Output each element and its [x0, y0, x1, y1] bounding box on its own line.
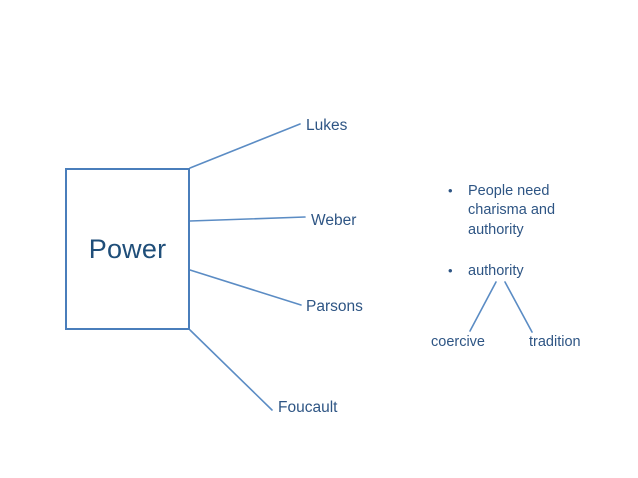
- sub-branch-label-coercive[interactable]: coercive: [431, 334, 485, 350]
- connector-authority-to-tradition: [504, 281, 533, 333]
- connector-power-to-parsons: [189, 269, 302, 306]
- connector-power-to-lukes: [189, 123, 301, 169]
- bullet-dot-icon: •: [448, 183, 453, 198]
- branch-label-foucault[interactable]: Foucault: [278, 399, 338, 416]
- notes-bullet-list: • People need charisma and authority • a…: [448, 182, 608, 281]
- bullet-item-authority-text: authority: [468, 262, 524, 279]
- central-node-label: Power: [88, 233, 167, 264]
- branch-label-parsons[interactable]: Parsons: [306, 298, 363, 315]
- bullet-item-charisma[interactable]: • People need charisma and authority: [448, 182, 608, 240]
- connector-power-to-foucault: [189, 329, 273, 411]
- connector-power-to-weber: [189, 216, 306, 222]
- bullet-item-charisma-text: People need charisma and authority: [468, 183, 556, 238]
- sub-branch-label-tradition[interactable]: tradition: [529, 334, 581, 350]
- branch-label-weber[interactable]: Weber: [311, 212, 357, 229]
- bullet-dot-icon: •: [448, 262, 453, 278]
- branch-label-lukes[interactable]: Lukes: [306, 117, 348, 134]
- central-node-power[interactable]: Power: [65, 168, 190, 330]
- connector-authority-to-coercive: [469, 281, 497, 332]
- bullet-item-authority[interactable]: • authority: [448, 262, 608, 281]
